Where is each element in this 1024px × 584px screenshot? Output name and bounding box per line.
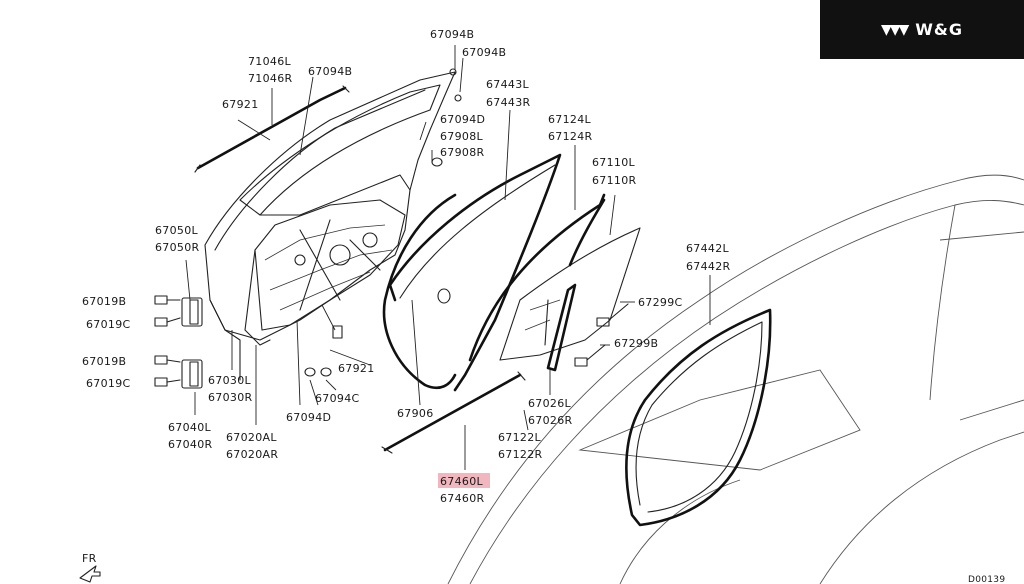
highlight-67460L (438, 473, 490, 488)
label-67019B: 67019B (82, 355, 126, 368)
label-67094D: 67094D (440, 113, 485, 126)
bolt-icon (154, 317, 181, 327)
label-67020AR: 67020AR (226, 448, 278, 461)
label-67094B: 67094B (462, 46, 506, 59)
bolt-icon (154, 355, 181, 365)
label-67094B: 67094B (430, 28, 474, 41)
label-67124R: 67124R (548, 130, 592, 143)
label-67040L: 67040L (168, 421, 211, 434)
label-67299C: 67299C (638, 296, 682, 309)
plug-icon (454, 94, 462, 102)
weatherstrip-67906 (382, 193, 457, 390)
hinge-upper (181, 297, 203, 327)
label-67124L: 67124L (548, 113, 591, 126)
brand-logo: ▼▼▼ W&G (820, 0, 1024, 59)
label-67026L: 67026L (528, 397, 571, 410)
label-67110R: 67110R (592, 174, 636, 187)
bolt-icon (154, 377, 181, 387)
bolt-icon (154, 295, 181, 305)
label-67460R: 67460R (440, 492, 484, 505)
plug-icon (449, 68, 457, 76)
label-67921: 67921 (222, 98, 259, 111)
leader-lines (185, 45, 711, 470)
hinge-lower (181, 359, 203, 389)
label-67050R: 67050R (155, 241, 199, 254)
label-71046L: 71046L (248, 55, 291, 68)
brand-mark-icon: ▼▼▼ (880, 21, 909, 38)
plug-icon (320, 367, 332, 377)
label-67442R: 67442R (686, 260, 730, 273)
glass-run-67443 (388, 153, 562, 392)
brand-name: W&G (915, 20, 964, 39)
label-67908R: 67908R (440, 146, 484, 159)
label-67110L: 67110L (592, 156, 635, 169)
label-67094C: 67094C (315, 392, 359, 405)
part-labels: 71046L 71046R 67094B 67094B 67094B 67921… (82, 28, 1005, 584)
label-67019B: 67019B (82, 295, 126, 308)
label-67460L: 67460L (440, 475, 483, 488)
label-67122R: 67122R (498, 448, 542, 461)
label-67019C: 67019C (86, 318, 130, 331)
plug-icon (304, 367, 316, 377)
channel-67124 (468, 193, 606, 362)
label-71046R: 71046R (248, 72, 292, 85)
label-67299B: 67299B (614, 337, 658, 350)
label-67019C: 67019C (86, 377, 130, 390)
label-67030L: 67030L (208, 374, 251, 387)
plug-icon (431, 157, 443, 167)
car-body-outline (447, 174, 1024, 584)
plug-icon (437, 288, 451, 304)
label-67442L: 67442L (686, 242, 729, 255)
diagram-code: D00139 (968, 575, 1005, 584)
label-67443R: 67443R (486, 96, 530, 109)
door-glass-67110 (499, 227, 641, 361)
label-67906: 67906 (397, 407, 434, 420)
label-67122L: 67122L (498, 431, 541, 444)
opening-weatherstrip-67442 (625, 308, 772, 527)
label-67094B: 67094B (308, 65, 352, 78)
bolt-icon (596, 303, 629, 327)
belt-weatherstrip-67460 (383, 373, 522, 452)
front-arrow-icon (79, 565, 101, 583)
clip-icon (332, 325, 343, 339)
label-67921: 67921 (338, 362, 375, 375)
label-67094D: 67094D (286, 411, 331, 424)
label-67040R: 67040R (168, 438, 212, 451)
label-67030R: 67030R (208, 391, 252, 404)
belt-molding-71046 (196, 86, 347, 170)
door-panel (204, 71, 456, 381)
label-67050L: 67050L (155, 224, 198, 237)
label-67026R: 67026R (528, 414, 572, 427)
label-67443L: 67443L (486, 78, 529, 91)
bolt-icon (574, 344, 606, 367)
label-fr: FR (82, 552, 97, 565)
label-67020AL: 67020AL (226, 431, 277, 444)
sash-67026 (546, 283, 577, 372)
label-67908L: 67908L (440, 130, 483, 143)
